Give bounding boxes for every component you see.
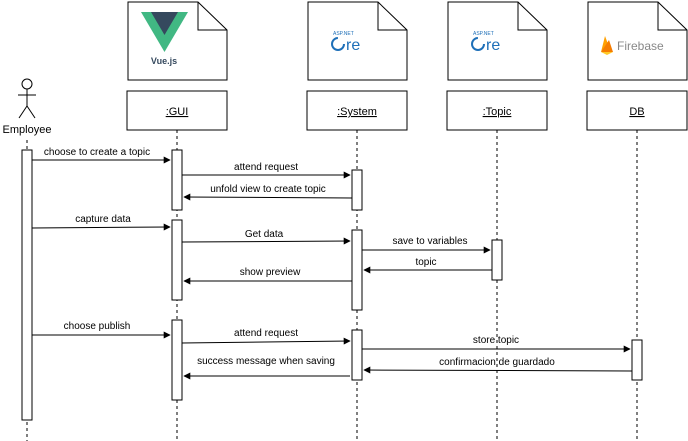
core-text: re bbox=[486, 37, 500, 54]
aspnet-small-text: ASP.NET bbox=[473, 31, 494, 37]
topic-header: :Topic bbox=[446, 90, 548, 131]
gui-header: :GUI bbox=[126, 90, 228, 131]
message-topic: topic bbox=[363, 257, 492, 274]
activation-gui-1 bbox=[171, 149, 183, 211]
activation-system-3 bbox=[351, 329, 363, 381]
message-choose-create-topic: choose to create a topic bbox=[32, 147, 171, 164]
svg-text:save to variables: save to variables bbox=[392, 236, 467, 247]
aspnet-core-logo-card-system: ASP.NET re bbox=[307, 1, 408, 81]
db-label: DB bbox=[629, 106, 644, 118]
activation-system-2 bbox=[351, 229, 363, 311]
svg-text:attend request: attend request bbox=[234, 328, 298, 339]
activation-gui-3 bbox=[171, 319, 183, 401]
employee-actor: Employee bbox=[3, 78, 52, 136]
topic-label: :Topic bbox=[483, 106, 512, 118]
core-text: re bbox=[346, 37, 360, 54]
message-unfold-view: unfold view to create topic bbox=[183, 184, 353, 201]
gui-label: :GUI bbox=[166, 106, 189, 118]
firebase-text: Firebase bbox=[617, 39, 664, 53]
message-capture-data: capture data bbox=[31, 214, 171, 231]
aspnet-core-logo-card-topic: ASP.NET re bbox=[447, 1, 548, 81]
svg-text:Get data: Get data bbox=[245, 229, 284, 240]
message-save-to-variables: save to variables bbox=[362, 236, 491, 254]
system-label: :System bbox=[337, 106, 377, 118]
activation-system-1 bbox=[351, 169, 363, 211]
activation-db bbox=[631, 339, 643, 381]
svg-text:choose to create a topic: choose to create a topic bbox=[44, 147, 150, 158]
message-confirmacion-guardado: confirmacion de guardado bbox=[363, 357, 633, 374]
message-choose-publish: choose publish bbox=[32, 321, 171, 339]
activation-topic bbox=[491, 239, 503, 281]
svg-text:store topic: store topic bbox=[473, 335, 519, 346]
svg-text:show preview: show preview bbox=[240, 267, 301, 278]
svg-text:success message when saving: success message when saving bbox=[197, 356, 335, 367]
message-attend-request-2: attend request bbox=[181, 328, 351, 345]
firebase-flame-icon bbox=[601, 36, 613, 55]
vue-logo-text: Vue.js bbox=[151, 56, 177, 66]
system-header: :System bbox=[306, 90, 408, 131]
svg-text:topic: topic bbox=[415, 257, 436, 268]
svg-text:confirmacion de guardado: confirmacion de guardado bbox=[439, 357, 555, 368]
db-header: DB bbox=[586, 90, 688, 131]
svg-text:attend request: attend request bbox=[234, 162, 298, 173]
svg-text:choose publish: choose publish bbox=[64, 321, 131, 332]
employee-label: Employee bbox=[3, 124, 52, 136]
message-success-saving: success message when saving bbox=[183, 356, 350, 380]
vue-logo-card: Vue.js bbox=[127, 1, 228, 81]
activation-employee bbox=[21, 149, 33, 421]
message-get-data: Get data bbox=[181, 229, 351, 245]
activation-gui-2 bbox=[171, 219, 183, 301]
core-ring-icon bbox=[331, 37, 345, 51]
message-store-topic: store topic bbox=[362, 335, 631, 353]
message-attend-request-1: attend request bbox=[182, 162, 351, 179]
svg-text:unfold view to create topic: unfold view to create topic bbox=[210, 184, 326, 195]
aspnet-small-text: ASP.NET bbox=[333, 31, 354, 37]
firebase-logo-card: Firebase bbox=[587, 1, 688, 81]
vue-logo-icon bbox=[141, 12, 188, 52]
core-ring-icon bbox=[471, 37, 485, 51]
message-show-preview: show preview bbox=[183, 267, 352, 285]
svg-text:capture data: capture data bbox=[75, 214, 131, 225]
